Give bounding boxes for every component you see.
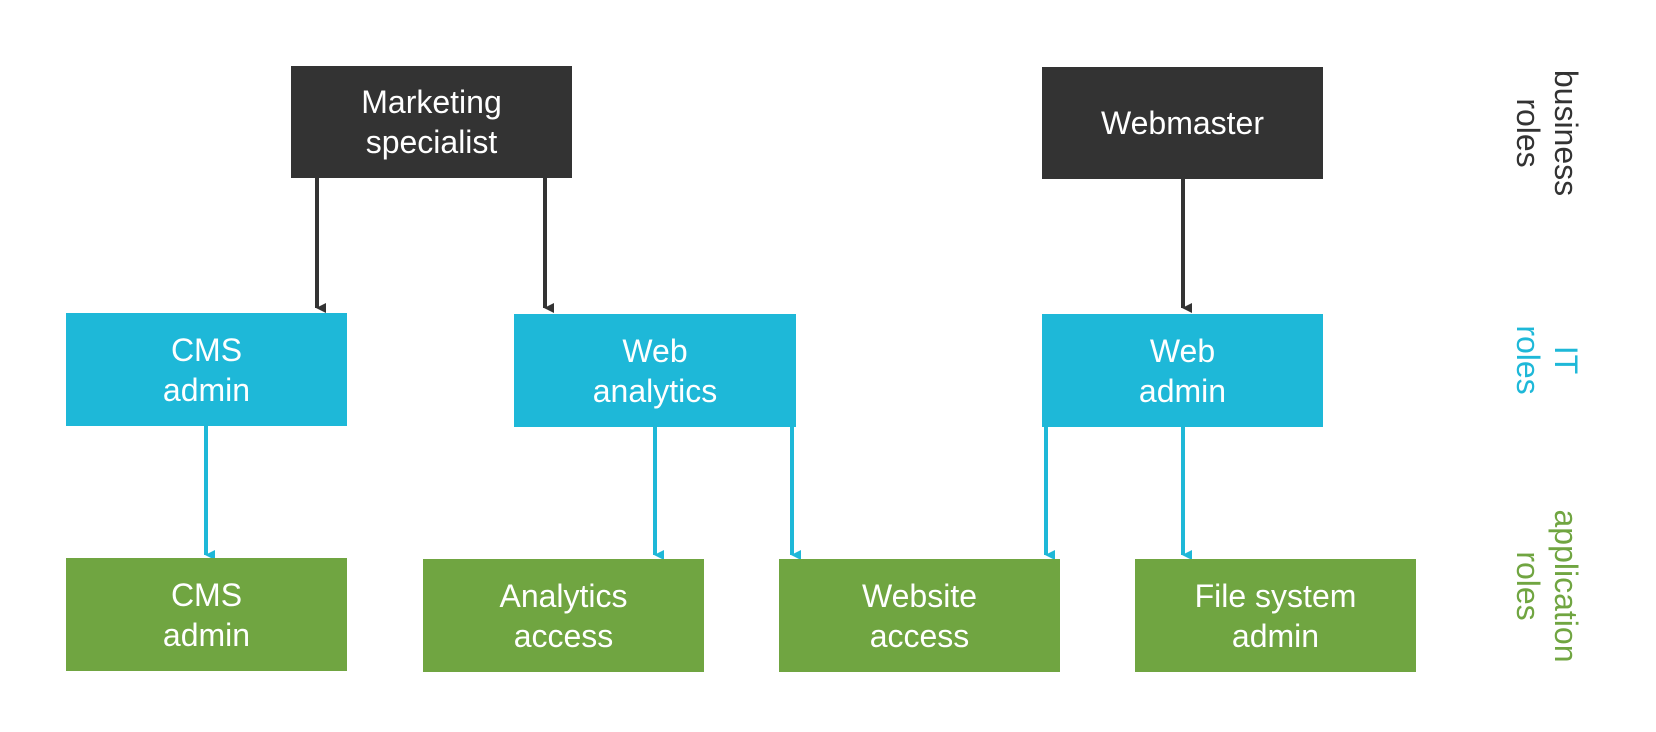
it-role-cms-admin: CMS admin — [66, 313, 347, 426]
box-label: Webmaster — [1100, 105, 1264, 141]
business-role-webmaster: Webmaster — [1042, 67, 1323, 179]
it-role-web-analytics: Web analytics — [514, 314, 796, 427]
box-label: CMS admin — [162, 331, 251, 408]
box-label: Analytics access — [499, 577, 628, 654]
application-role-file-system-admin: File system admin — [1135, 559, 1416, 672]
tier-label-application: application roles — [1510, 509, 1584, 663]
tier-label-business: business roles — [1510, 69, 1584, 197]
box-label: Web analytics — [592, 332, 718, 409]
business-role-marketing-specialist: Marketing specialist — [291, 66, 572, 178]
tier-label-it: IT roles — [1510, 325, 1584, 395]
box-label: File system admin — [1194, 577, 1357, 654]
box-label: CMS admin — [162, 576, 251, 653]
box-label: Marketing specialist — [361, 84, 502, 160]
box-label: Web admin — [1138, 332, 1227, 409]
application-role-cms-admin: CMS admin — [66, 558, 347, 671]
it-role-web-admin: Web admin — [1042, 314, 1323, 427]
application-role-website-access: Website access — [779, 559, 1060, 672]
application-role-analytics-access: Analytics access — [423, 559, 704, 672]
box-label: Website access — [861, 577, 977, 654]
